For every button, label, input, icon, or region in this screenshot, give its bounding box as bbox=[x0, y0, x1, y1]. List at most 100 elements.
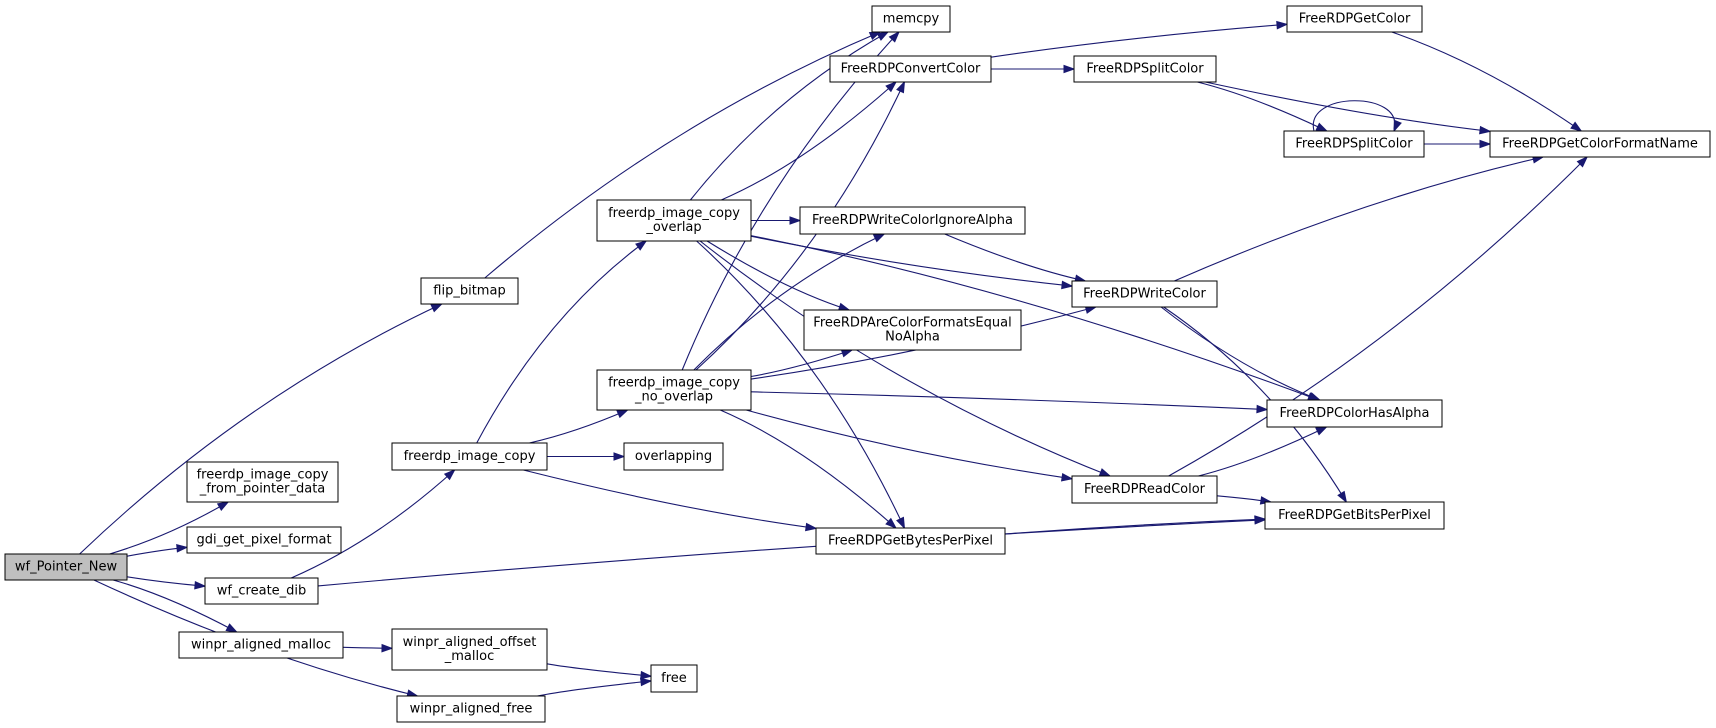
node-box bbox=[420, 277, 519, 305]
node-gdi-get-pixel-format[interactable]: gdi_get_pixel_format bbox=[186, 526, 342, 554]
edge-winpr-aligned-offset-malloc-to-free bbox=[546, 663, 653, 680]
edge-freerdpgetcolor-to-freerdpgetcolorformatname bbox=[1391, 31, 1583, 132]
node-label: FreeRDPSplitColor bbox=[1086, 62, 1204, 77]
node-label: NoAlpha bbox=[885, 330, 940, 345]
node-freerdpconvertcolor[interactable]: FreeRDPConvertColor bbox=[829, 55, 992, 83]
arrow-head bbox=[805, 522, 818, 532]
node-flip-bitmap[interactable]: flip_bitmap bbox=[420, 277, 519, 305]
edge-path bbox=[1004, 518, 1266, 535]
edge-path bbox=[721, 81, 897, 201]
edge-path bbox=[79, 303, 442, 555]
node-freerdp-image-copy[interactable]: freerdp_image_copy bbox=[391, 442, 548, 471]
arrow-head bbox=[194, 580, 207, 590]
edge-freerdpwritecolor-to-freerdpgetbitsperpixel bbox=[1163, 306, 1348, 504]
node-freerdp-image-copy-no-overlap[interactable]: freerdp_image_copy_no_overlap bbox=[596, 369, 752, 411]
node-free[interactable]: free bbox=[650, 664, 698, 693]
edge-freerdpgetbytesperpixel-to-freerdpgetbitsperpixel bbox=[1004, 515, 1267, 535]
node-label: free bbox=[661, 671, 687, 686]
node-freerdpsplitcolor-b[interactable]: FreeRDPSplitColor bbox=[1283, 130, 1425, 158]
edge-freerdpsplitcolor-b-to-freerdpgetcolorformatname bbox=[1424, 139, 1492, 149]
edge-freerdp-image-copy-no-overlap-to-freerdpconvertcolor bbox=[695, 80, 906, 371]
edges-layer bbox=[79, 20, 1589, 698]
node-label: flip_bitmap bbox=[433, 284, 505, 299]
node-winpr-aligned-malloc[interactable]: winpr_aligned_malloc bbox=[178, 631, 344, 659]
node-overlapping[interactable]: overlapping bbox=[623, 442, 724, 471]
node-freerdpcolorhasalpha[interactable]: FreeRDPColorHasAlpha bbox=[1266, 399, 1443, 428]
node-box bbox=[803, 309, 1022, 351]
node-box bbox=[1266, 399, 1443, 428]
edge-freerdp-image-copy-to-freerdpgetbytesperpixel bbox=[523, 469, 818, 532]
nodes-layer: wf_Pointer_New flip_bitmap freerdp_image_c… bbox=[4, 5, 1711, 723]
edge-path bbox=[523, 469, 817, 529]
node-winpr-aligned-free[interactable]: winpr_aligned_free bbox=[396, 695, 546, 723]
edge-path bbox=[317, 519, 1266, 587]
node-freerdpgetcolor[interactable]: FreeRDPGetColor bbox=[1286, 5, 1423, 33]
node-freerdpwritecolorignorealpha[interactable]: FreeRDPWriteColorIgnoreAlpha bbox=[799, 206, 1026, 235]
edge-freerdp-image-copy-no-overlap-to-freerdpcolorhasalpha bbox=[750, 391, 1269, 414]
arrow-head bbox=[1479, 125, 1492, 135]
edge-path bbox=[546, 663, 652, 677]
node-freerdp-image-copy-overlap[interactable]: freerdp_image_copy_overlap bbox=[596, 199, 752, 242]
arrow-head bbox=[1060, 473, 1074, 482]
node-freerdpsplitcolor-a[interactable]: FreeRDPSplitColor bbox=[1073, 55, 1217, 83]
edge-path bbox=[693, 233, 885, 371]
node-label: freerdp_image_copy bbox=[608, 376, 740, 391]
edge-path bbox=[529, 409, 628, 444]
node-box bbox=[396, 695, 546, 723]
node-freerdp-image-copy-from-pointer-data[interactable]: freerdp_image_copy_from_pointer_data bbox=[186, 461, 339, 503]
edge-path bbox=[750, 235, 1073, 287]
node-box bbox=[1286, 5, 1423, 33]
edge-wf-create-dib-to-freerdp-image-copy bbox=[290, 469, 456, 579]
node-box bbox=[596, 199, 752, 242]
arrow-head bbox=[837, 302, 851, 311]
arrow-head bbox=[1315, 122, 1329, 132]
arrow-head bbox=[789, 216, 802, 225]
edge-freerdp-image-copy-overlap-to-freerdpwritecolor bbox=[750, 235, 1074, 290]
node-label: _malloc bbox=[444, 649, 494, 664]
edge-wf-create-dib-to-freerdpgetbitsperpixel bbox=[317, 516, 1267, 587]
edge-path bbox=[990, 23, 1288, 58]
node-box bbox=[1071, 475, 1218, 504]
edge-path bbox=[706, 240, 850, 311]
edge-path bbox=[1174, 156, 1544, 282]
node-box bbox=[829, 55, 992, 83]
node-freerdpwritecolor[interactable]: FreeRDPWriteColor bbox=[1071, 280, 1218, 308]
edge-path bbox=[696, 240, 905, 529]
edge-freerdpreadcolor-to-freerdpcolorhasalpha bbox=[1198, 426, 1328, 477]
arrow-head bbox=[1256, 404, 1269, 414]
arrow-head bbox=[176, 544, 189, 553]
node-winpr-aligned-offset-malloc[interactable]: winpr_aligned_offset_malloc bbox=[391, 628, 548, 671]
arrow-head bbox=[876, 31, 890, 41]
arrow-head bbox=[896, 80, 906, 94]
node-label: _no_overlap bbox=[634, 390, 713, 405]
arrow-head bbox=[1061, 280, 1074, 290]
node-box bbox=[650, 664, 698, 693]
node-freerdpgetbitsperpixel[interactable]: FreeRDPGetBitsPerPixel bbox=[1264, 501, 1445, 530]
node-memcpy[interactable]: memcpy bbox=[871, 5, 951, 33]
node-box bbox=[623, 442, 724, 471]
node-freerdpgetcolorformatname[interactable]: FreeRDPGetColorFormatName bbox=[1489, 130, 1711, 158]
arrow-head bbox=[1393, 119, 1402, 133]
edge-path bbox=[126, 576, 206, 587]
node-label: FreeRDPWriteColor bbox=[1083, 287, 1206, 302]
node-box bbox=[4, 553, 128, 581]
edge-freerdpwritecolor-to-freerdpcolorhasalpha bbox=[1160, 306, 1322, 401]
node-freerdpgetbytesperpixel[interactable]: FreeRDPGetBytesPerPixel bbox=[815, 527, 1006, 555]
node-box bbox=[871, 5, 951, 33]
edge-freerdpsplitcolor-a-to-freerdpsplitcolor-b bbox=[1197, 81, 1329, 132]
arrow-head bbox=[443, 469, 456, 481]
node-box bbox=[1264, 501, 1445, 530]
node-wf-create-dib[interactable]: wf_create_dib bbox=[204, 577, 319, 605]
edge-freerdp-image-copy-overlap-to-freerdpwritecolorignorealpha bbox=[751, 216, 802, 225]
node-label: _from_pointer_data bbox=[199, 482, 326, 497]
edge-freerdpconvertcolor-to-freerdpsplitcolor-a bbox=[991, 64, 1076, 74]
arrow-head bbox=[1098, 468, 1112, 477]
node-freerdpreadcolor[interactable]: FreeRDPReadColor bbox=[1071, 475, 1218, 504]
arrow-head bbox=[1254, 515, 1267, 524]
node-wf-pointer-new[interactable]: wf_Pointer_New bbox=[4, 553, 128, 581]
edge-freerdp-image-copy-to-freerdp-image-copy-no-overlap bbox=[529, 409, 629, 444]
node-box bbox=[186, 461, 339, 503]
edge-path bbox=[689, 31, 889, 201]
